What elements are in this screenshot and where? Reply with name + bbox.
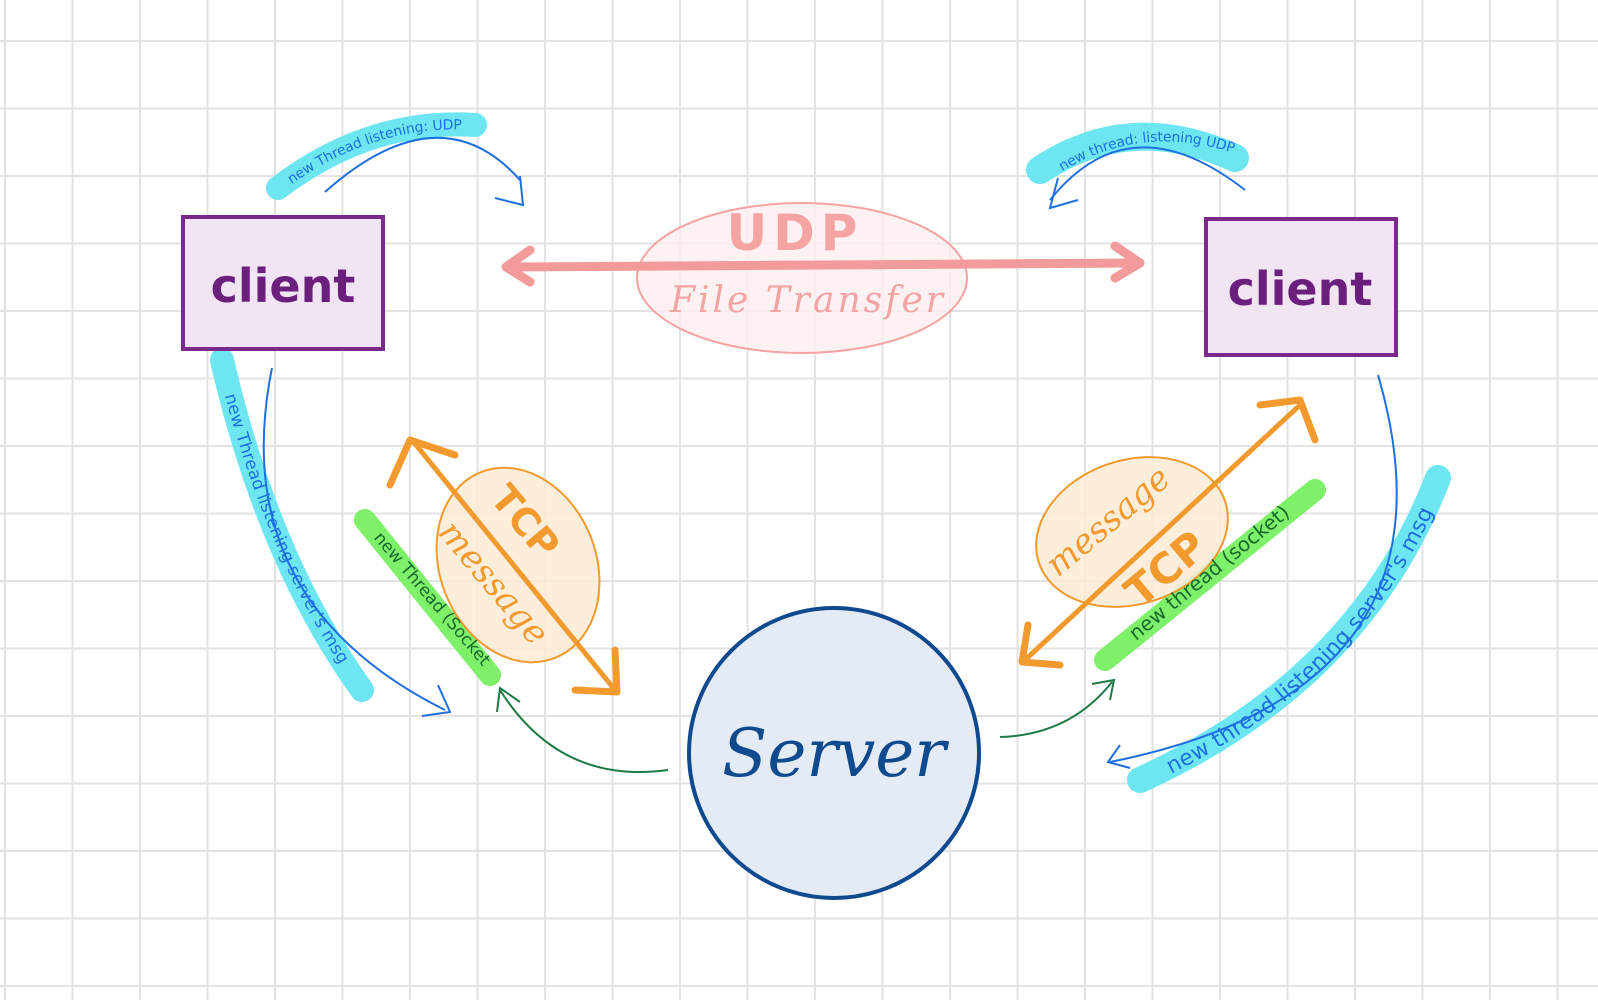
- tcp-right-arrowhead-bottom: [1018, 621, 1064, 669]
- server-node[interactable]: Server: [687, 606, 981, 900]
- client-right-label: client: [1228, 262, 1373, 316]
- right-server-thread-curve: [1109, 374, 1398, 763]
- cyan-highlight-right-server: [1127, 465, 1451, 793]
- thread-curves: [262, 137, 1398, 769]
- client-right[interactable]: client: [1204, 217, 1398, 357]
- tcp-right-group: message TCP new thread (socket): [1018, 396, 1319, 669]
- green-highlight-left-thread: [354, 509, 501, 686]
- tcp-left-arrowhead-top: [386, 436, 459, 489]
- server-thread-arrows: [496, 678, 1116, 774]
- tcp-right-arrow: [1022, 402, 1303, 663]
- server-label: Server: [722, 715, 949, 792]
- right-udp-thread-arrowhead: [1048, 177, 1079, 210]
- client-left-label: client: [211, 259, 356, 313]
- left-udp-thread-curve: [324, 137, 521, 193]
- udp-arrowhead-right: [1110, 241, 1145, 283]
- server-to-left-thread-arrowhead: [496, 686, 521, 713]
- tcp-left-arrow: [409, 437, 618, 693]
- server-to-right-thread-arrow: [999, 681, 1113, 738]
- server-to-left-thread-arrow: [499, 689, 669, 774]
- udp-group: UDP File Transfer: [501, 202, 1145, 354]
- right-udp-thread-curve: [1049, 146, 1246, 201]
- udp-arrow: [503, 258, 1145, 272]
- udp-label: UDP: [727, 204, 864, 262]
- right-server-thread-arrowhead: [1106, 744, 1131, 769]
- tcp-left-group: TCP message new Thread (Socket: [369, 436, 621, 696]
- cyan-highlight-left-udp: [266, 112, 487, 200]
- file-transfer-label: File Transfer: [669, 280, 946, 321]
- client-left[interactable]: client: [181, 215, 385, 351]
- left-server-thread-curve: [262, 367, 446, 711]
- client-left-box: [181, 215, 385, 351]
- left-server-thread-arrowhead: [421, 684, 452, 717]
- udp-ellipse: [636, 202, 968, 354]
- cyan-highlight-right-udp: [1026, 122, 1249, 184]
- udp-arrowhead-left: [501, 245, 535, 287]
- tcp-left-ellipse: [435, 466, 601, 664]
- tcp-right-arrowhead-top: [1256, 396, 1319, 444]
- server-to-right-thread-arrowhead: [1091, 678, 1116, 701]
- tcp-left-arrowhead-bottom: [571, 646, 621, 696]
- green-highlight-right-thread: [1094, 479, 1326, 671]
- tcp-right-ellipse: [1035, 456, 1229, 608]
- client-right-box: [1204, 217, 1398, 357]
- left-udp-thread-arrowhead: [494, 175, 525, 207]
- server-circle: [687, 606, 981, 900]
